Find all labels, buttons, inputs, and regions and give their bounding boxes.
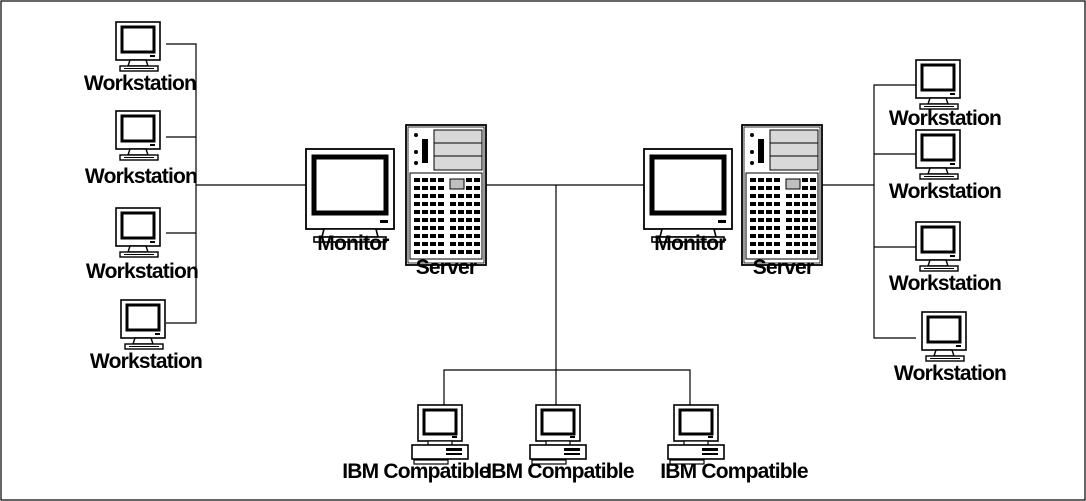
workstation-left-4: Workstation: [90, 298, 203, 373]
workstation-label: Workstation: [889, 180, 1001, 203]
workstation-label: Workstation: [90, 350, 202, 373]
workstation-label: Workstation: [86, 260, 198, 283]
workstation-label: Workstation: [84, 72, 196, 95]
monitor-label: Monitor: [654, 232, 726, 255]
workstation-right-1: Workstation: [889, 58, 1002, 130]
workstation-right-3: Workstation: [889, 220, 1002, 295]
server-left: Server: [405, 124, 487, 279]
server-right: Server: [741, 124, 823, 279]
monitor-icon: [644, 149, 732, 242]
monitor-label: Monitor: [317, 232, 389, 255]
ibm-compatible-label: IBM Compatible: [342, 460, 490, 483]
desktop-pc-icon: [666, 403, 726, 466]
ibm-compatible-1: IBM Compatible: [342, 403, 491, 483]
workstation-label: Workstation: [889, 107, 1001, 130]
monitor-right: Monitor: [644, 149, 732, 255]
desktop-pc-icon: [410, 403, 470, 466]
workstation-left-2: Workstation: [85, 109, 198, 188]
ibm-compatible-3: IBM Compatible: [660, 403, 809, 483]
server-icon: [741, 124, 823, 266]
monitor-left: Monitor: [306, 149, 394, 255]
server-icon: [405, 124, 487, 266]
workstation-label: Workstation: [889, 272, 1001, 295]
workstation-label: Workstation: [85, 165, 197, 188]
server-label: Server: [416, 256, 477, 279]
desktop-pc-icon: [528, 403, 588, 466]
workstation-label: Workstation: [894, 362, 1006, 385]
server-label: Server: [753, 256, 814, 279]
workstation-left-1: Workstation: [84, 20, 197, 95]
ibm-compatible-2: IBM Compatible: [486, 403, 635, 483]
monitor-icon: [306, 149, 394, 242]
ibm-compatible-label: IBM Compatible: [486, 460, 634, 483]
network-links: [166, 43, 916, 405]
workstation-left-3: Workstation: [86, 206, 199, 283]
ibm-compatible-label: IBM Compatible: [660, 460, 808, 483]
workstation-right-4: Workstation: [894, 310, 1007, 385]
workstation-right-2: Workstation: [889, 128, 1002, 203]
